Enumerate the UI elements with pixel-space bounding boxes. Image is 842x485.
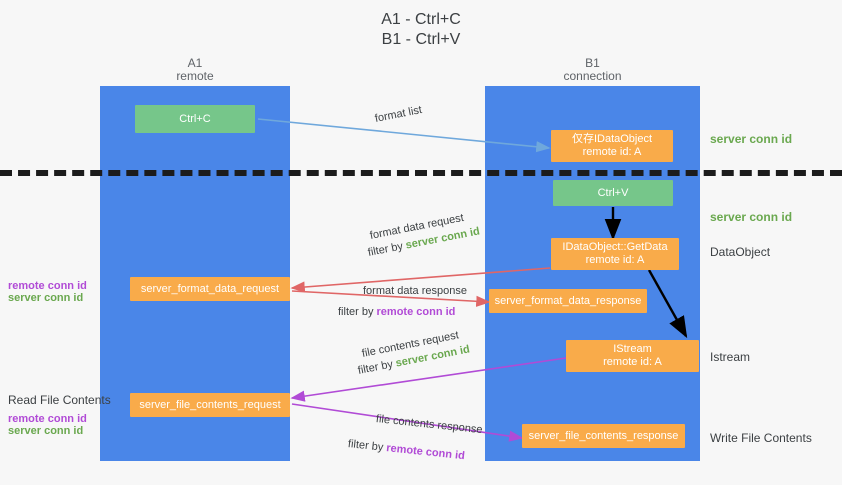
annotation-left-server-conn-id-mid: server conn id xyxy=(8,291,83,305)
node-idataobject-label: 仅存IDataObject xyxy=(571,133,653,145)
node-idataobject[interactable]: 仅存IDataObject remote id: A xyxy=(551,130,673,162)
lane-header-a1: A1 remote xyxy=(100,57,290,83)
annotation-left-remote-conn-id-mid: remote conn id xyxy=(8,279,87,293)
annotation-left-server-conn-id-bot-text: server conn id xyxy=(8,425,84,437)
node-server-format-data-response-label: server_format_data_response xyxy=(494,294,642,307)
node-server-file-contents-response[interactable]: server_file_contents_response xyxy=(522,424,685,448)
node-ctrl-v-label: Ctrl+V xyxy=(597,186,629,199)
page-title-line-1: A1 - Ctrl+C xyxy=(381,11,461,28)
edge-label-format-data-response-text: format data response xyxy=(363,285,467,297)
annotation-read-file-contents-text: Read File Contents xyxy=(8,393,111,407)
edge-label-format-data-response: format data response xyxy=(363,284,467,298)
annotation-dataobject-text: DataObject xyxy=(710,245,771,259)
node-server-file-contents-request[interactable]: server_file_contents_request xyxy=(130,393,290,417)
annotation-server-conn-id-mid: server conn id xyxy=(710,210,792,224)
phase-divider xyxy=(0,170,842,176)
edge-label-format-list: format list xyxy=(374,103,423,126)
node-istream-remote-id: remote id: A xyxy=(603,356,662,368)
annotation-write-file-contents: Write File Contents xyxy=(710,431,812,445)
annotation-left-server-conn-id-mid-text: server conn id xyxy=(8,292,84,304)
annotation-istream: Istream xyxy=(710,350,750,364)
filter-by-text-4: filter by xyxy=(347,438,384,454)
annotation-server-conn-id-mid-text: server conn id xyxy=(710,210,793,224)
node-server-format-data-request[interactable]: server_format_data_request xyxy=(130,277,290,301)
node-idataobject-getdata[interactable]: IDataObject::GetData remote id: A xyxy=(551,238,679,270)
annotation-read-file-contents: Read File Contents xyxy=(8,393,111,407)
node-idataobject-getdata-label: IDataObject::GetData xyxy=(562,241,668,253)
edge-label-format-list-text: format list xyxy=(373,104,423,125)
edge-label-file-contents-response-text: file contents response xyxy=(375,413,484,437)
lane-header-b1: B1 connection xyxy=(485,57,700,83)
node-server-format-data-response[interactable]: server_format_data_response xyxy=(489,289,647,313)
filter-by-text-3: filter by xyxy=(356,358,394,377)
filter-remote-conn-id-2: remote conn id xyxy=(376,306,456,318)
node-idataobject-remote-id: remote id: A xyxy=(582,146,642,158)
edge-label-file-contents-response-filter: filter by remote conn id xyxy=(347,437,465,463)
node-istream-label: IStream xyxy=(613,343,652,355)
node-server-format-data-request-label: server_format_data_request xyxy=(140,282,280,295)
node-ctrl-c[interactable]: Ctrl+C xyxy=(135,105,255,133)
lane-header-b1-title: B1 xyxy=(585,56,600,70)
annotation-write-file-contents-text: Write File Contents xyxy=(710,431,812,445)
filter-by-text-1: filter by xyxy=(366,240,404,259)
lane-header-b1-subtitle: connection xyxy=(563,69,622,83)
node-istream[interactable]: IStream remote id: A xyxy=(566,340,699,372)
page-title-line-2: B1 - Ctrl+V xyxy=(381,31,461,48)
annotation-left-server-conn-id-bot: server conn id xyxy=(8,424,83,438)
edge-label-format-data-response-filter: filter by remote conn id xyxy=(338,305,455,319)
annotation-left-remote-conn-id-mid-text: remote conn id xyxy=(8,280,87,292)
lane-header-a1-title: A1 xyxy=(187,56,203,70)
annotation-left-remote-conn-id-bot: remote conn id xyxy=(8,412,87,426)
annotation-dataobject: DataObject xyxy=(710,245,770,259)
annotation-server-conn-id-top-text: server conn id xyxy=(710,132,793,146)
node-ctrl-v[interactable]: Ctrl+V xyxy=(553,180,673,206)
annotation-istream-text: Istream xyxy=(710,350,751,364)
filter-remote-conn-id-4: remote conn id xyxy=(385,442,466,463)
annotation-server-conn-id-top: server conn id xyxy=(710,132,792,146)
lane-header-a1-subtitle: remote xyxy=(176,69,214,83)
node-ctrl-c-label: Ctrl+C xyxy=(179,112,211,125)
node-idataobject-getdata-remote-id: remote id: A xyxy=(585,254,645,266)
annotation-left-remote-conn-id-bot-text: remote conn id xyxy=(8,413,87,425)
node-server-file-contents-request-label: server_file_contents_request xyxy=(139,398,281,411)
edge-label-file-contents-response: file contents response xyxy=(375,412,483,437)
node-server-file-contents-response-label: server_file_contents_response xyxy=(528,429,679,442)
filter-by-text-2: filter by xyxy=(338,306,374,318)
